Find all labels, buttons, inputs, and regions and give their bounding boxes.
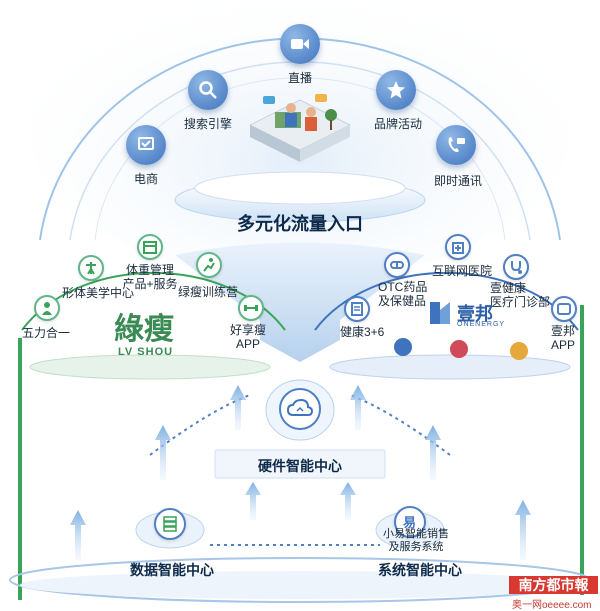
haoxiangshou-line1: 好享瘦 — [229, 323, 267, 337]
health-36-label: 健康3+6 — [340, 325, 385, 339]
sales-system-line1: 小易智能销售 — [383, 528, 449, 540]
data-center-title: 数据智能中心 — [130, 562, 214, 578]
otc-line2: 及保健品 — [378, 294, 427, 308]
cloud-sync-icon — [279, 388, 321, 430]
hospital-icon — [445, 234, 471, 260]
search-icon — [188, 70, 228, 110]
traffic-entrance-title: 多元化流量入口 — [237, 214, 363, 234]
partner-logo-3 — [510, 342, 528, 360]
hardware-center-title: 硬件智能中心 — [258, 458, 342, 474]
clinic-label: 壹健康 医疗门诊部 — [490, 281, 550, 309]
system-center-title: 系统智能中心 — [378, 562, 462, 578]
yibang-app-line2: APP — [550, 338, 576, 352]
yibang-app-line1: 壹邦 — [550, 324, 576, 338]
yibang-app-label: 壹邦 APP — [551, 324, 575, 352]
stethoscope-icon — [503, 254, 529, 280]
yibang-logo-mark — [430, 302, 450, 324]
sales-system-line2: 及服务系统 — [388, 541, 444, 553]
system-logo-icon: 易 — [394, 506, 426, 538]
dumbbell-icon — [238, 295, 264, 321]
phone-chat-icon — [436, 125, 476, 165]
live-stream-illustration — [248, 94, 352, 162]
weight-management-label: 体重管理 产品+服务 — [122, 263, 177, 291]
video-icon — [280, 24, 320, 64]
pill-icon — [384, 252, 410, 278]
svg-text:易: 易 — [403, 516, 416, 531]
brand-activity-label: 品牌活动 — [373, 117, 423, 131]
person-icon — [34, 295, 60, 321]
app-icon — [551, 296, 577, 322]
sales-system-label: 小易智能销售 及服务系统 — [383, 528, 449, 554]
haoxiangshou-line2: APP — [235, 337, 261, 351]
yibang-logo-cn: 壹邦 — [457, 304, 493, 324]
database-icon — [154, 508, 186, 540]
clinic-line2: 医疗门诊部 — [490, 295, 551, 309]
lvshou-logo-en: LV SHOU — [118, 346, 174, 358]
training-camp-label: 绿瘦训练营 — [178, 285, 239, 299]
five-in-one-label: 五力合一 — [22, 326, 71, 340]
yibang-logo-en: ONENERGY — [457, 321, 506, 328]
partner-logo-2 — [450, 340, 468, 358]
star-badge-icon — [376, 70, 416, 110]
live-label: 直播 — [287, 71, 313, 85]
clinic-line1: 壹健康 — [490, 281, 527, 295]
haoxiangshou-app-label: 好享瘦 APP — [230, 323, 266, 351]
body-shape-icon — [78, 255, 104, 281]
ecommerce-cart-icon — [126, 125, 166, 165]
ecommerce-label: 电商 — [133, 172, 159, 186]
exercise-icon — [196, 252, 222, 278]
otc-line1: OTC药品 — [378, 280, 428, 294]
weight-management-line1: 体重管理 — [125, 263, 175, 277]
document-icon — [344, 296, 370, 322]
weight-management-line2: 产品+服务 — [122, 277, 178, 291]
site-watermark: 奥一网oeeee.com — [512, 600, 592, 611]
instant-messaging-label: 即时通讯 — [433, 174, 483, 188]
lvshou-logo-cn: 綠瘦 — [114, 313, 174, 346]
otc-label: OTC药品 及保健品 — [378, 280, 427, 308]
internet-hospital-label: 互联网医院 — [432, 264, 493, 278]
newspaper-watermark: 南方都市報 — [509, 576, 598, 594]
body-aesthetics-label: 形体美学中心 — [62, 286, 135, 300]
search-engine-label: 搜索引擎 — [183, 117, 233, 131]
partner-logo-1 — [394, 338, 412, 356]
calendar-icon — [137, 234, 163, 260]
